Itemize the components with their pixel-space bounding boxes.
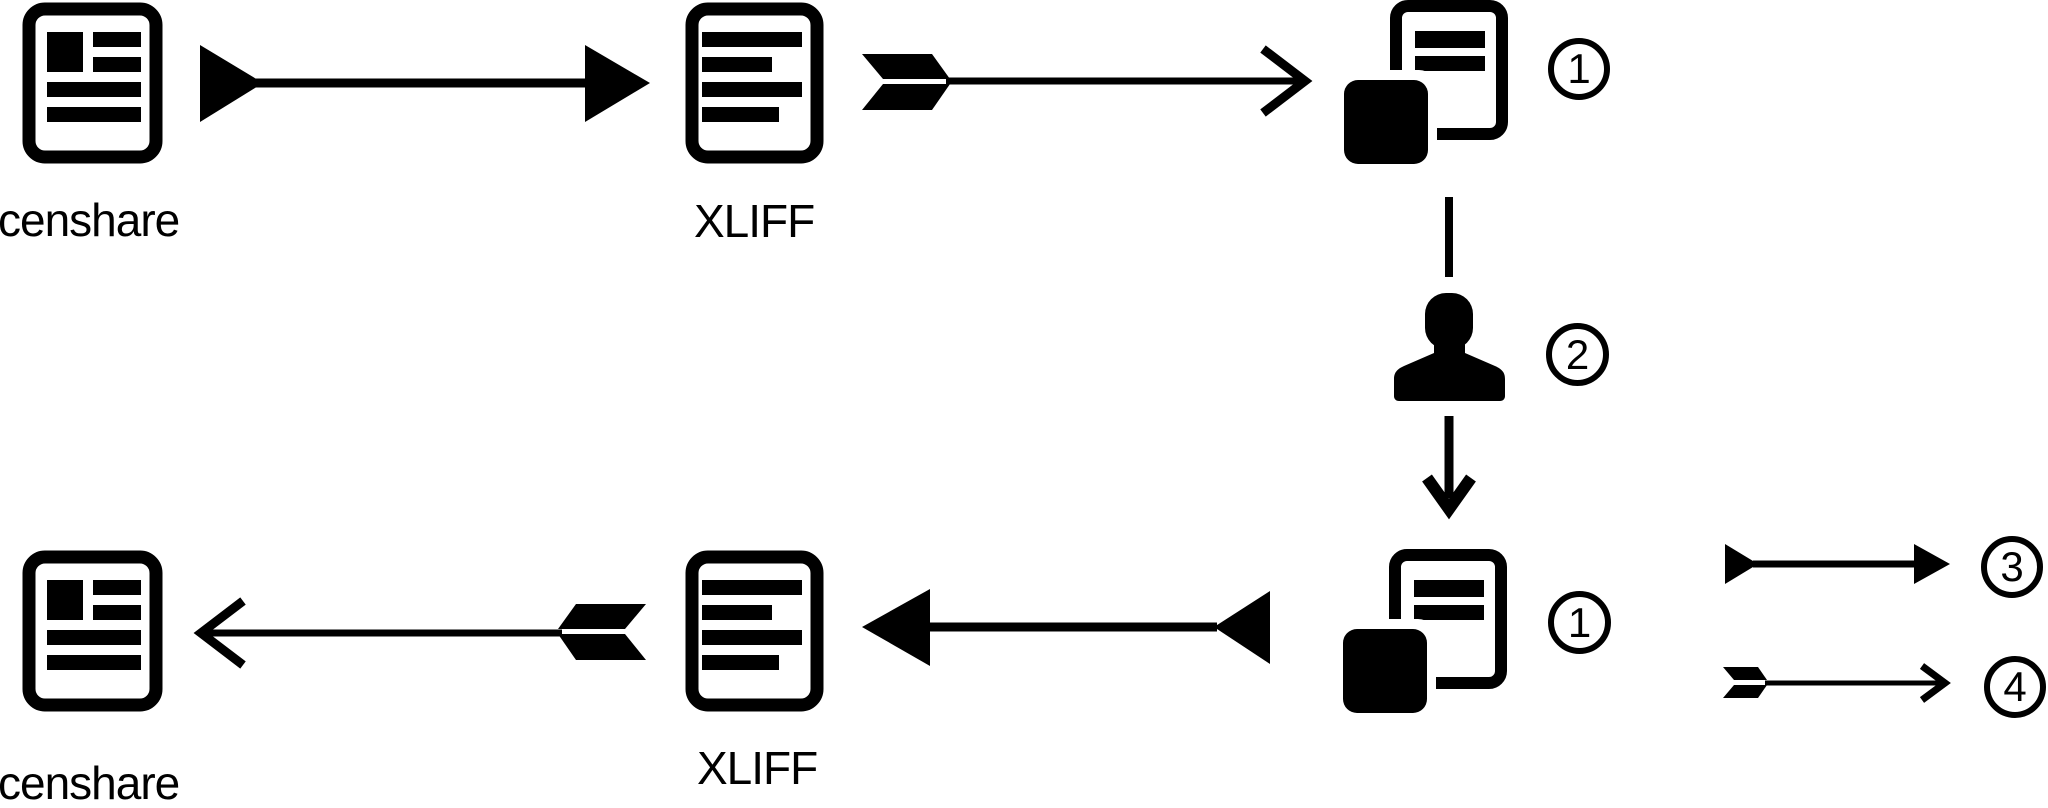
xliff-document-icon (685, 550, 824, 712)
xliff-label-bottom: XLIFF (697, 742, 818, 794)
step-badge-import: 1 (1548, 591, 1611, 654)
step-badge-import-number: 1 (1567, 598, 1592, 646)
copy-document-icon (1338, 0, 1508, 168)
feathered-arrow-xliff-to-copy (862, 45, 1313, 117)
step-badge-translator: 2 (1546, 323, 1609, 386)
legend-solid-arrow (1725, 544, 1950, 584)
connector-line-copy-to-person (1445, 197, 1453, 277)
step-badge-export-number: 1 (1567, 45, 1591, 92)
down-arrow-person-to-copy (1422, 416, 1476, 520)
legend-feathered-arrow (1723, 663, 1951, 703)
censhare-label-top: censhare (0, 194, 180, 246)
feathered-arrow-xliff-to-censhare (193, 597, 646, 669)
step-badge-export: 1 (1548, 38, 1610, 100)
legend-badge-feathered-arrow-number: 4 (2003, 663, 2027, 710)
person-icon (1394, 293, 1505, 401)
legend-badge-solid-arrow-number: 3 (2000, 543, 2024, 590)
legend-badge-feathered-arrow: 4 (1984, 656, 2046, 718)
censhare-label-bottom: censhare (0, 757, 180, 808)
step-badge-translator-number: 2 (1565, 330, 1590, 378)
solid-arrow-censhare-to-xliff (200, 45, 650, 122)
legend-badge-solid-arrow: 3 (1981, 536, 2043, 598)
censhare-document-icon (22, 550, 163, 712)
xliff-document-icon (685, 2, 824, 164)
solid-arrow-copy-to-xliff (862, 589, 1270, 666)
xliff-label-top: XLIFF (694, 195, 815, 247)
censhare-document-icon (22, 2, 163, 164)
copy-document-icon (1337, 549, 1507, 717)
